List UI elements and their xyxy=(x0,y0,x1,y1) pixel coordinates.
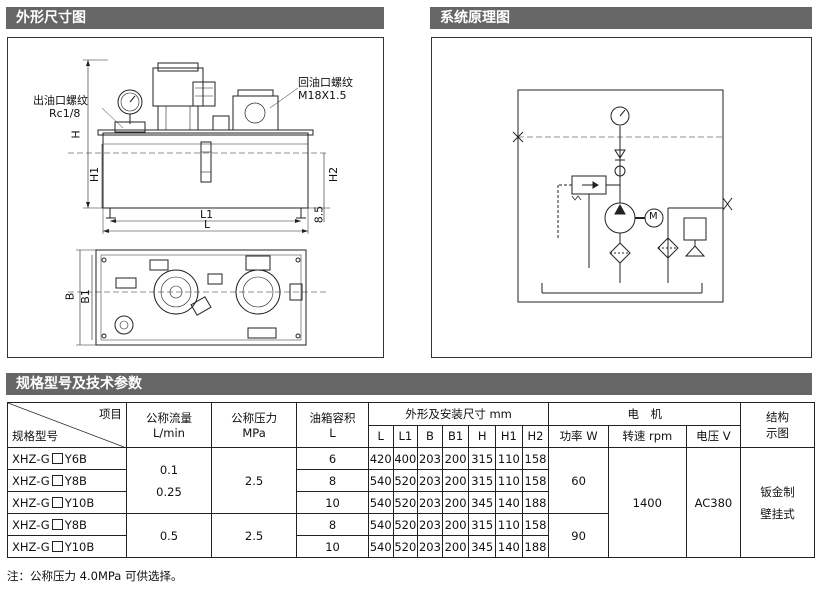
dim-cell: 520 xyxy=(392,535,419,558)
dim-col-header: H1 xyxy=(495,424,523,448)
dim-B1-label: B1 xyxy=(78,289,92,304)
dimension-drawing-panel: 出油口螺纹 Rc1/8 回油口螺纹 M18X1.5 H H1 H2 8.5 L1… xyxy=(7,37,384,358)
dim-cell: 200 xyxy=(441,447,470,470)
speed-cell: 1400 xyxy=(607,447,687,558)
dim-H-label: H xyxy=(69,130,83,139)
dim-cell: 520 xyxy=(392,469,419,492)
outlet-thread-label: 出油口螺纹 xyxy=(33,94,88,107)
dim-H2-label: H2 xyxy=(327,166,341,183)
speed-header: 转速 rpm xyxy=(607,424,687,448)
dim-cell: 420 xyxy=(367,447,394,470)
outlet-thread-spec: Rc1/8 xyxy=(49,107,81,120)
voltage-cell: AC380 xyxy=(685,447,742,558)
footnote: 注：公称压力 4.0MPa 可供选择。 xyxy=(7,569,183,583)
dim-cell: 520 xyxy=(392,491,419,514)
dim-cell: 203 xyxy=(417,491,443,514)
dim-cell: 540 xyxy=(367,491,394,514)
spec-section-title: 规格型号及技术参数 xyxy=(6,373,812,395)
dim-col-header: H2 xyxy=(521,424,550,448)
dim-cell: 345 xyxy=(468,535,497,558)
pressure-cell: 2.5 xyxy=(211,447,298,514)
dim-cell: 188 xyxy=(521,535,550,558)
volume-cell: 10 xyxy=(296,535,369,558)
schematic-panel: M xyxy=(431,37,812,358)
structure-cell: 钣金制壁挂式 xyxy=(740,447,815,558)
dim-cell: 315 xyxy=(468,447,497,470)
return-thread-spec: M18X1.5 xyxy=(298,89,347,102)
dim-cell: 315 xyxy=(468,513,497,536)
dim-cell: 140 xyxy=(495,491,523,514)
model-header: 规格型号 xyxy=(12,429,58,443)
dim-H1-label: H1 xyxy=(88,166,102,183)
dim-cell: 200 xyxy=(441,491,470,514)
item-header: 项目 xyxy=(98,407,122,421)
dim-cell: 400 xyxy=(392,447,419,470)
model-header-cell: 项目 规格型号 xyxy=(7,402,127,448)
dim-cell: 200 xyxy=(441,513,470,536)
dim-B-label: B xyxy=(63,292,77,301)
dim-L-label: L xyxy=(204,218,211,231)
dim-cell: 540 xyxy=(367,535,394,558)
dim-cell: 140 xyxy=(495,535,523,558)
dim-cell: 110 xyxy=(495,447,523,470)
dim-85-label: 8.5 xyxy=(312,205,326,224)
pressure-cell: 2.5 xyxy=(211,513,298,558)
power-cell: 90 xyxy=(548,513,609,558)
dim-cell: 158 xyxy=(521,447,550,470)
flow-cell: 0.5 xyxy=(125,513,213,558)
volume-cell: 6 xyxy=(296,447,369,470)
schematic-section-title: 系统原理图 xyxy=(430,7,812,29)
dim-cell: 188 xyxy=(521,491,550,514)
dim-cell: 158 xyxy=(521,469,550,492)
structure-header: 结构示图 xyxy=(740,402,815,448)
volume-cell: 8 xyxy=(296,469,369,492)
dim-cell: 110 xyxy=(495,469,523,492)
dim-cell: 345 xyxy=(468,491,497,514)
dim-L1-label: L1 xyxy=(200,208,214,221)
dim-cell: 203 xyxy=(417,469,443,492)
dim-cell: 203 xyxy=(417,447,443,470)
dims-header: 外形及安装尺寸 mm xyxy=(367,402,550,426)
dim-col-header: B1 xyxy=(441,424,470,448)
dim-col-header: L1 xyxy=(392,424,419,448)
dim-cell: 158 xyxy=(521,513,550,536)
motor-symbol-label: M xyxy=(649,211,658,222)
power-header: 功率 W xyxy=(548,424,609,448)
dim-cell: 200 xyxy=(441,469,470,492)
motor-header: 电 机 xyxy=(548,402,742,426)
volume-cell: 10 xyxy=(296,491,369,514)
dim-cell: 520 xyxy=(392,513,419,536)
dim-cell: 540 xyxy=(367,469,394,492)
volume-cell: 8 xyxy=(296,513,369,536)
power-cell: 60 xyxy=(548,447,609,514)
hydraulic-schematic xyxy=(512,89,733,303)
dim-col-header: B xyxy=(417,424,443,448)
voltage-header: 电压 V xyxy=(685,424,742,448)
dimension-drawing xyxy=(68,59,330,346)
dim-col-header: L xyxy=(367,424,394,448)
dim-cell: 203 xyxy=(417,513,443,536)
return-thread-label: 回油口螺纹 xyxy=(298,76,353,89)
dim-cell: 540 xyxy=(367,513,394,536)
dimensions-section-title: 外形尺寸图 xyxy=(6,7,384,29)
dim-cell: 110 xyxy=(495,513,523,536)
dim-cell: 203 xyxy=(417,535,443,558)
dim-col-header: H xyxy=(468,424,497,448)
dim-cell: 200 xyxy=(441,535,470,558)
dim-cell: 315 xyxy=(468,469,497,492)
